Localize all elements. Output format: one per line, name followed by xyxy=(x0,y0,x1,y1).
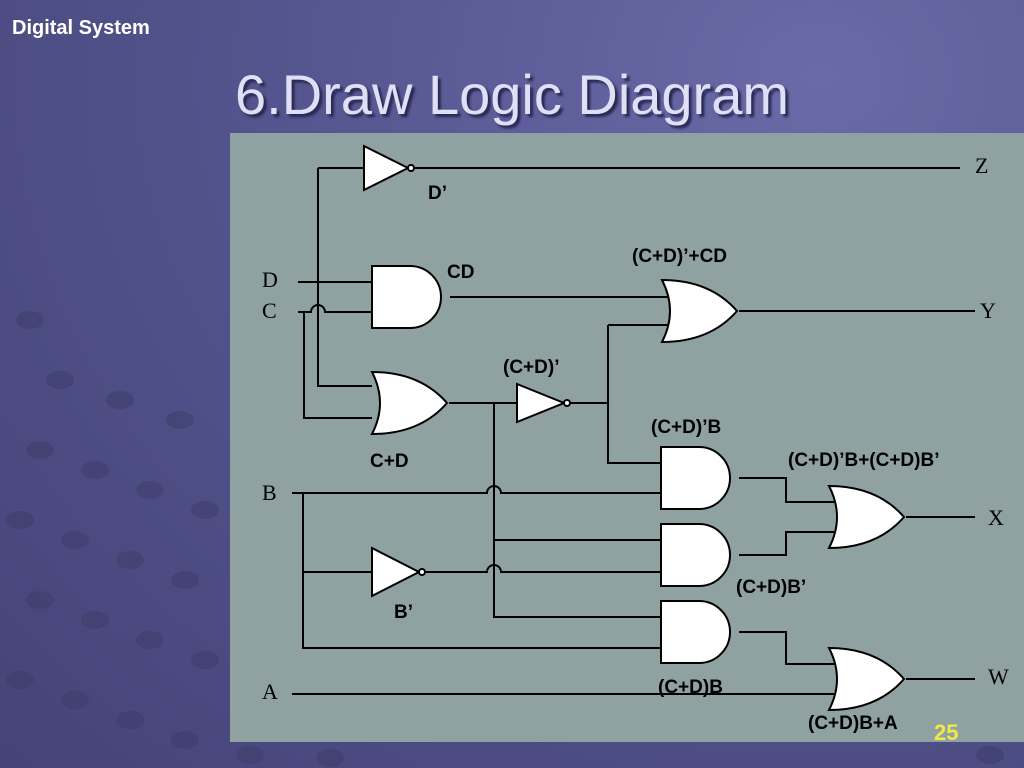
signal-label-x-expr: (C+D)’B+(C+D)B’ xyxy=(788,450,939,471)
slide-title: 6.Draw Logic Diagram xyxy=(235,63,789,126)
slide-header: Digital System xyxy=(12,17,150,39)
input-label-a: A xyxy=(262,679,278,704)
signal-label-c-plus-d: C+D xyxy=(370,451,409,472)
or-gate-c-plus-d xyxy=(371,371,448,435)
output-label-x: X xyxy=(988,505,1004,530)
not-gate-d xyxy=(363,144,411,192)
signal-label-d-not: D’ xyxy=(428,183,447,204)
not-gate-d-bubble xyxy=(407,164,415,172)
page-number: 25 xyxy=(934,720,959,745)
signal-label-c-plus-d-not: (C+D)’ xyxy=(503,357,559,378)
input-label-c: C xyxy=(262,298,277,323)
or-gate-x xyxy=(828,485,905,549)
signal-label-w-expr: (C+D)B+A xyxy=(808,713,898,734)
diagram-panel xyxy=(230,133,1024,742)
input-label-d: D xyxy=(262,267,278,292)
or-gate-w xyxy=(828,647,905,711)
not-gate-c-plus-d xyxy=(516,382,567,424)
and-gate-cd xyxy=(371,265,442,329)
signal-label-c-plus-d-b-not: (C+D)B’ xyxy=(736,577,806,598)
output-label-y: Y xyxy=(980,298,996,323)
signal-label-c-plus-d-b: (C+D)B xyxy=(658,677,723,698)
wires xyxy=(292,167,975,695)
signal-label-cd: CD xyxy=(447,262,474,283)
and-gate-c-plus-d-not-b xyxy=(660,446,731,510)
input-label-b: B xyxy=(262,480,277,505)
and-gate-c-plus-d-b-not xyxy=(660,523,731,587)
or-gate-y xyxy=(661,279,738,343)
output-label-z: Z xyxy=(975,153,988,178)
not-gate-c-plus-d-bubble xyxy=(563,399,571,407)
not-gate-b-bubble xyxy=(418,568,426,576)
and-gate-c-plus-d-b xyxy=(660,600,731,664)
signal-label-b-not: B’ xyxy=(394,602,413,623)
signal-label-c-plus-d-not-b: (C+D)’B xyxy=(651,417,721,438)
output-label-w: W xyxy=(988,664,1009,689)
signal-label-c-plus-d-not-plus-cd: (C+D)’+CD xyxy=(632,246,727,267)
not-gate-b xyxy=(371,546,422,598)
